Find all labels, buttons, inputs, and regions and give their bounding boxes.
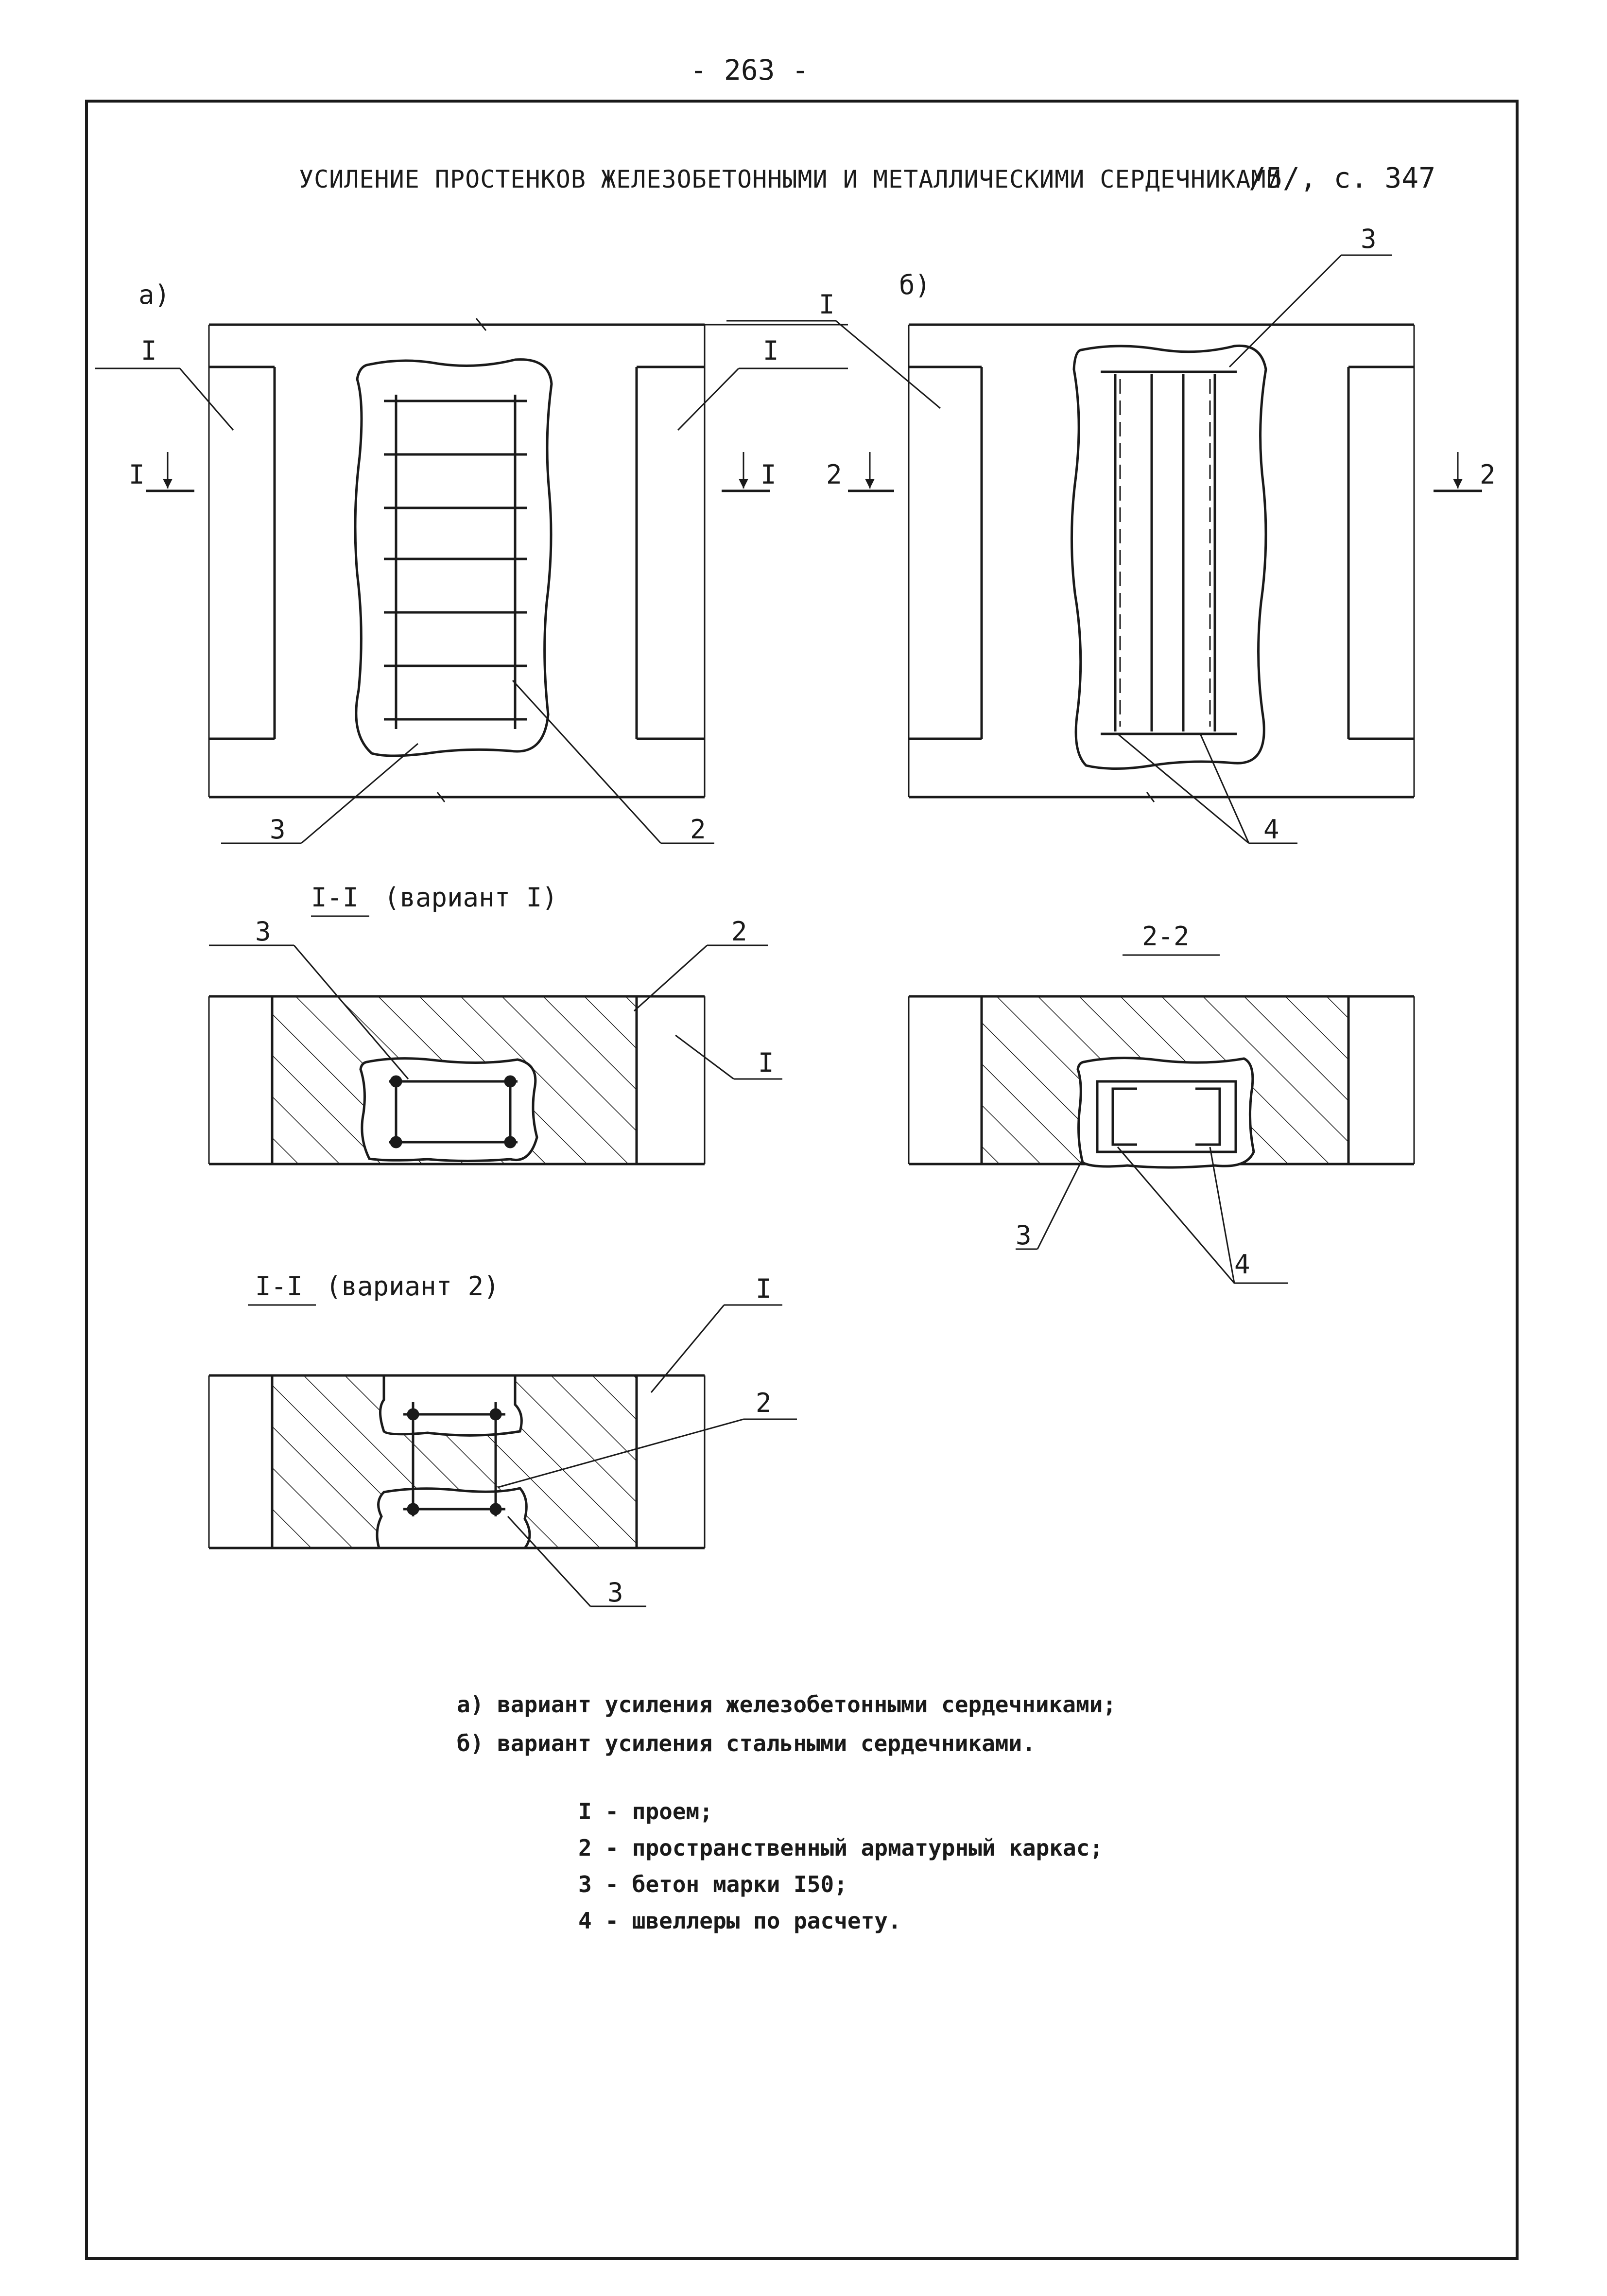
page-frame	[85, 100, 1519, 2260]
plan-a-label: а)	[138, 279, 170, 310]
section-2-2-figure: 2-2 3 4	[908, 921, 1415, 1284]
section-2-2-title: 2-2	[1142, 921, 1190, 952]
plan-b-callout-opening: I	[819, 289, 835, 320]
section-1-1-v2-callout-opening: I	[756, 1273, 772, 1304]
legend-item-concrete: 3 - бетон марки I50;	[578, 1871, 847, 1897]
legend-item-opening: I - проем;	[578, 1798, 713, 1825]
section-1-1-v1-title: I-I	[311, 882, 359, 913]
plan-a-figure: а) I I I I	[95, 279, 848, 845]
plan-b-callout-concrete: 3	[1361, 224, 1377, 254]
plan-b-label: б)	[899, 270, 931, 300]
legend-item-cage: 2 - пространственный арматурный каркас;	[578, 1835, 1104, 1861]
section-1-1-v2-subtitle: (вариант 2)	[326, 1271, 500, 1302]
plan-b-figure: б) I 3 4 2 2	[726, 224, 1496, 845]
legend-variant-b: б) вариант усиления стальными сердечника…	[457, 1730, 1036, 1757]
plan-a-callout-opening-left: I	[141, 335, 157, 366]
legend-item-channels: 4 - швеллеры по расчету.	[578, 1908, 901, 1934]
plan-a-callout-concrete: 3	[270, 814, 286, 845]
plan-a-section-mark-left: I	[129, 459, 145, 490]
section-1-1-v1-callout-opening: I	[758, 1047, 774, 1078]
section-1-1-v1-callout-concrete: 3	[255, 916, 271, 947]
plan-b-callout-channels: 4	[1263, 814, 1279, 845]
section-1-1-v2-callout-cage: 2	[756, 1388, 772, 1418]
page-number: - 263 -	[690, 53, 809, 87]
section-2-2-callout-channels: 4	[1234, 1249, 1250, 1280]
section-1-1-variant-2-figure: I-I (вариант 2) I 2 3	[208, 1271, 797, 1608]
section-1-1-variant-1-figure: I-I (вариант I) 3 2 I	[208, 882, 782, 1165]
section-1-1-v1-subtitle: (вариант I)	[384, 882, 558, 913]
plan-b-section-mark-left: 2	[826, 459, 842, 490]
source-reference: /5/, с. 347	[1249, 161, 1436, 194]
plan-a-callout-opening-right: I	[763, 335, 779, 366]
section-1-1-v2-title: I-I	[255, 1271, 303, 1302]
page-title: УСИЛЕНИЕ ПРОСТЕНКОВ ЖЕЛЕЗОБЕТОННЫМИ И МЕ…	[299, 165, 1281, 193]
section-1-1-v2-callout-concrete: 3	[607, 1577, 623, 1608]
section-2-2-callout-concrete: 3	[1016, 1220, 1032, 1251]
plan-a-section-mark-right: I	[760, 459, 777, 490]
section-1-1-v1-callout-cage: 2	[731, 916, 747, 947]
legend-variant-a: а) вариант усиления железобетонными серд…	[457, 1691, 1117, 1718]
plan-b-section-mark-right: 2	[1480, 459, 1496, 490]
plan-a-callout-cage: 2	[690, 814, 706, 845]
